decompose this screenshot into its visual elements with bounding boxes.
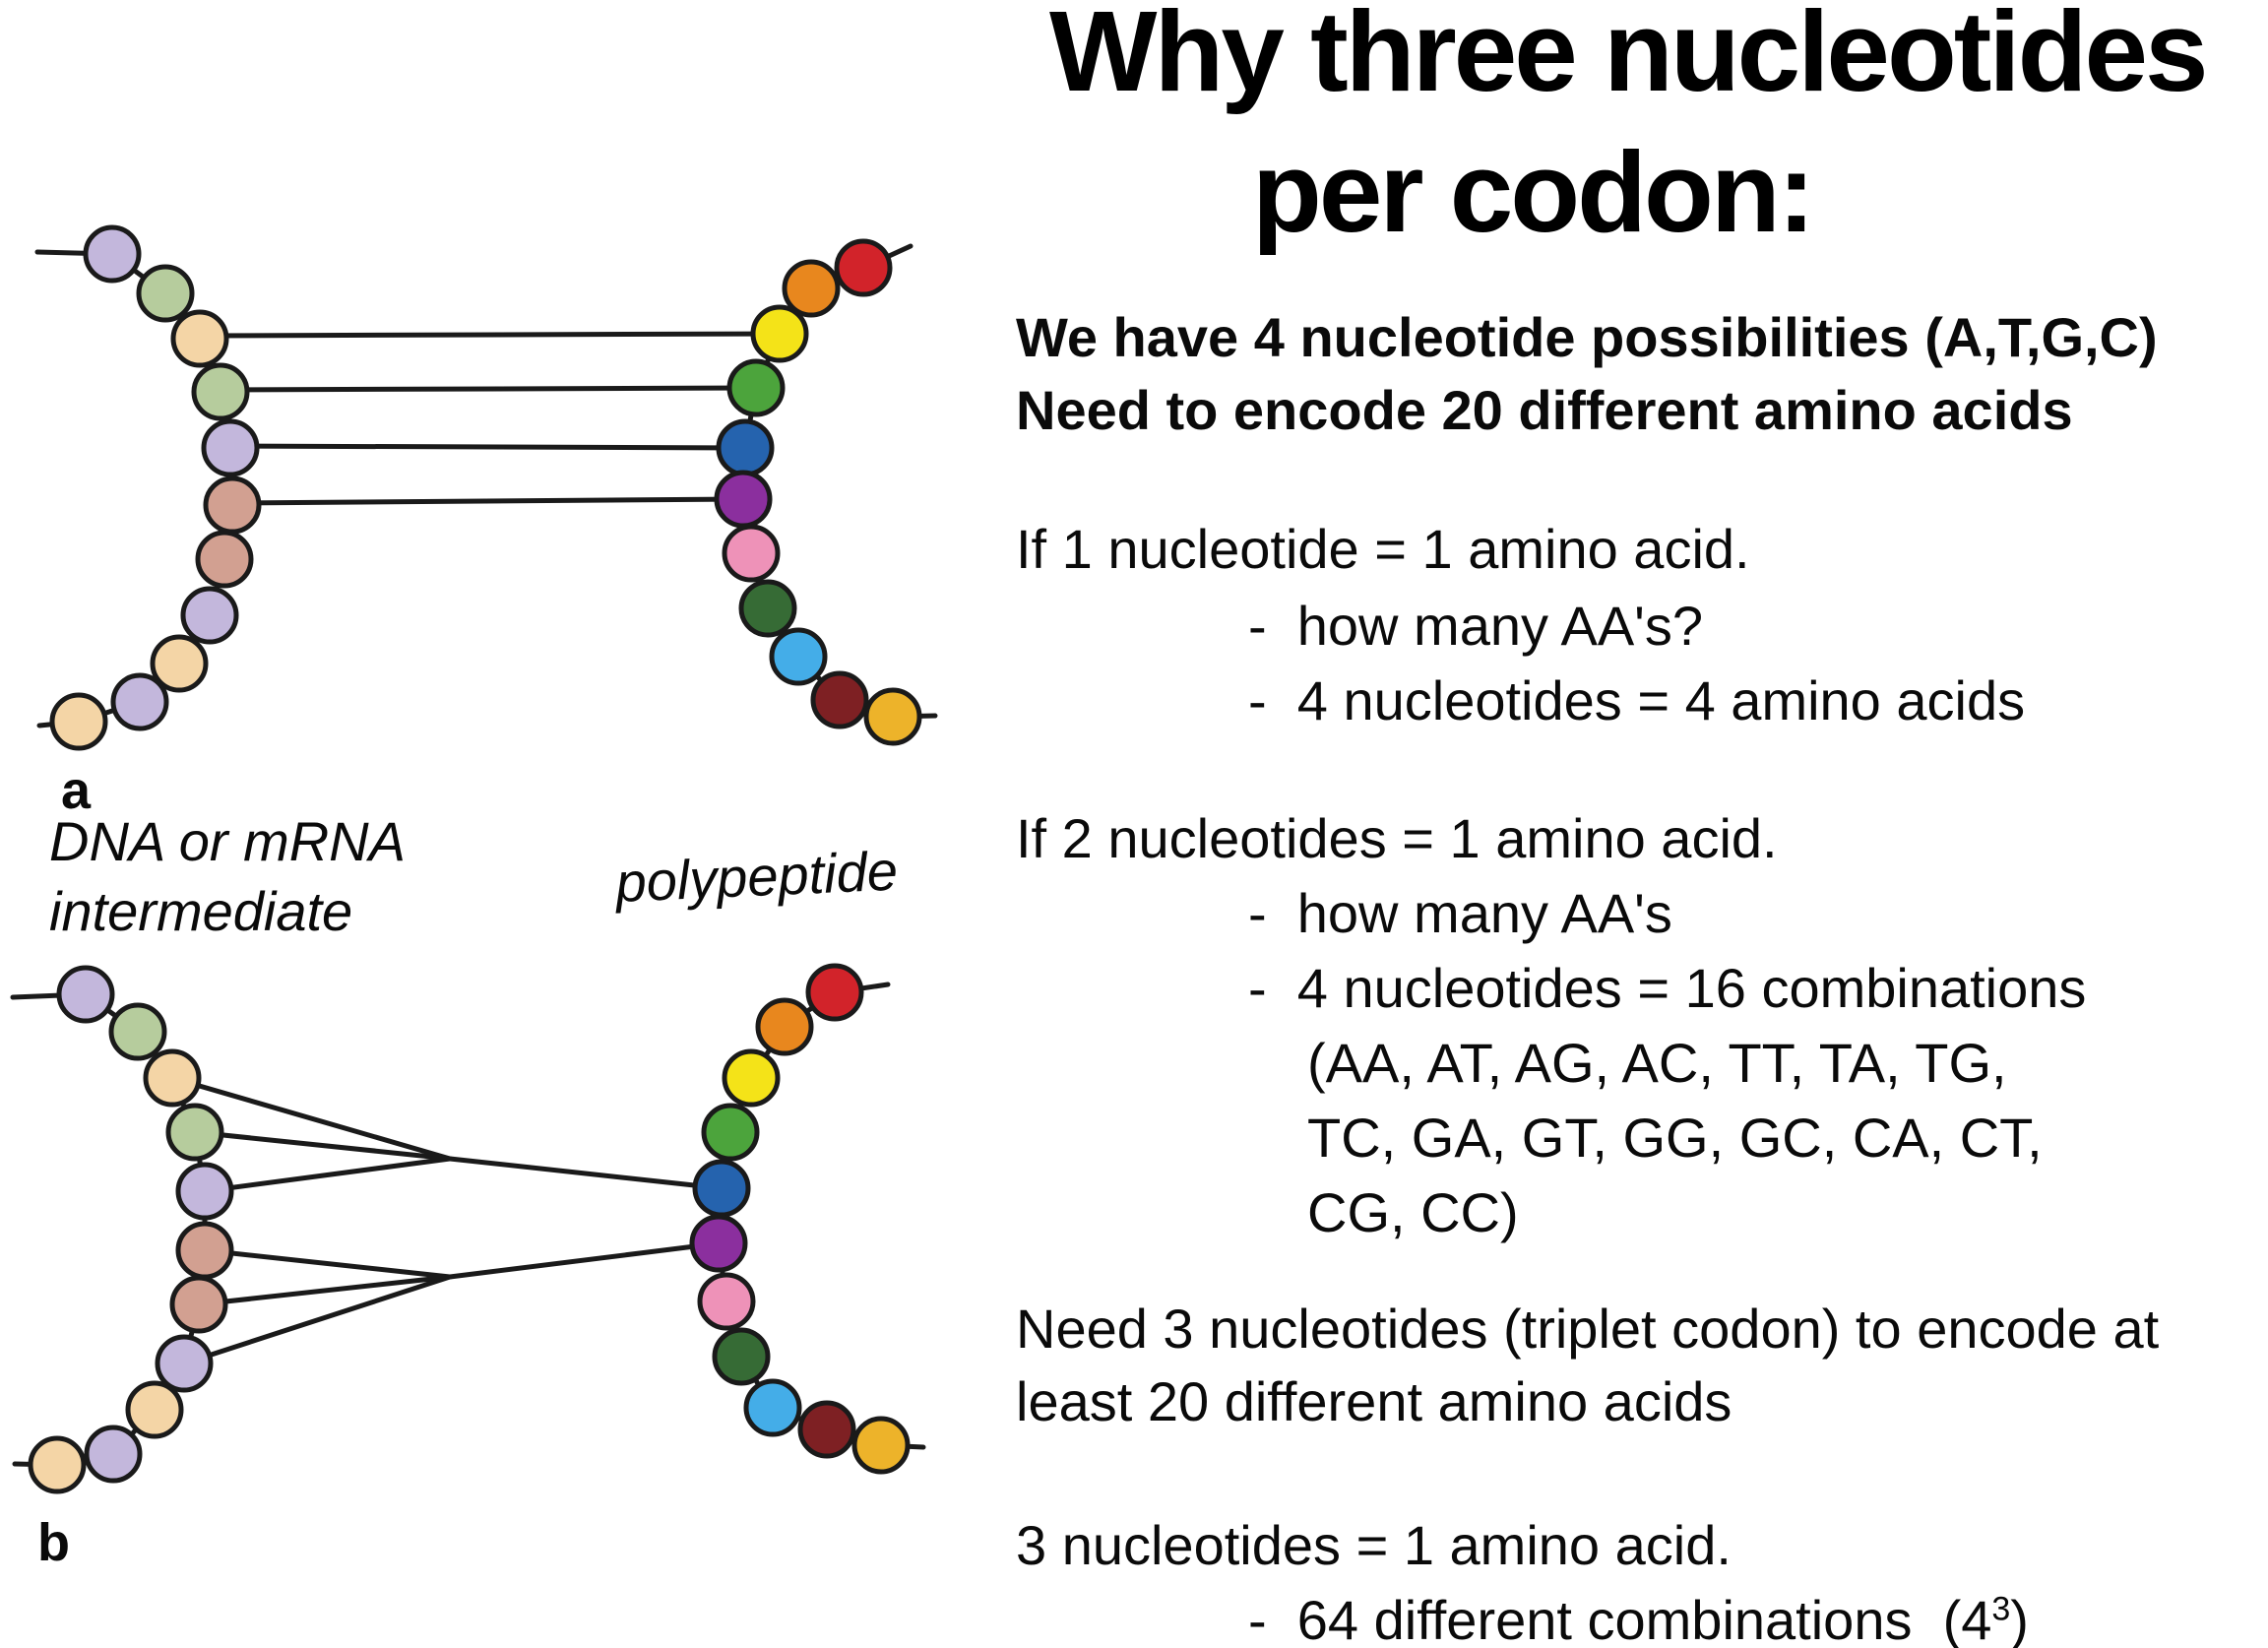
three-nt-bullet1: - 64 different combinations (43): [1248, 1589, 2029, 1648]
exponent: 3: [1991, 1590, 2011, 1628]
one-nt-heading: If 1 nucleotide = 1 amino acid.: [1016, 518, 1750, 580]
two-nt-combos-line3: CG, CC): [1307, 1181, 1519, 1243]
three-nt-heading: 3 nucleotides = 1 amino acid.: [1016, 1514, 1732, 1576]
need-three-line2: least 20 different amino acids: [1016, 1370, 1732, 1432]
pairing-line: [218, 385, 759, 393]
nucleotide-bead: [203, 475, 262, 535]
fan-line: [202, 1247, 453, 1280]
page-title-line2: per codon:: [1252, 128, 1815, 256]
nucleotide-bead: [169, 1275, 228, 1334]
panel-a-pairing-lines: [197, 331, 783, 506]
amino-acid-bead: [712, 1327, 771, 1386]
amino-acid-bead: [701, 1103, 760, 1162]
nucleotide-bead: [155, 1334, 214, 1393]
nucleotide-bead: [83, 224, 142, 284]
amino-acid-bead: [722, 524, 781, 583]
amino-acid-bead: [810, 670, 869, 729]
two-nt-combos-line1: (AA, AT, AG, AC, TT, TA, TG,: [1307, 1032, 2007, 1094]
two-nt-combos-line2: TC, GA, GT, GG, GC, CA, CT,: [1307, 1107, 2043, 1169]
nucleotide-bead: [108, 1002, 167, 1061]
pairing-line: [229, 496, 746, 506]
amino-acid-bead: [689, 1214, 748, 1273]
panel-b-fan-lines: [169, 1075, 724, 1366]
amino-acid-bead: [782, 259, 841, 318]
nucleotide-bead: [136, 264, 195, 323]
fan-to-amino-acid-line: [447, 1240, 722, 1280]
amino-acid-bead: [738, 579, 797, 638]
dna-mrna-label-line2: intermediate: [49, 880, 353, 942]
panel-b-polypeptide-chain: [689, 963, 911, 1475]
amino-acid-bead: [805, 963, 864, 1022]
panel-a-polypeptide-chain: [714, 238, 922, 746]
amino-acid-bead: [722, 1048, 781, 1108]
amino-acid-bead: [726, 358, 786, 417]
nucleotide-bead: [195, 530, 254, 589]
pairing-line: [197, 331, 783, 339]
nucleotide-bead: [191, 362, 250, 421]
pairing-line: [227, 443, 748, 451]
amino-acid-bead: [755, 997, 814, 1056]
amino-acid-bead: [863, 687, 922, 746]
fan-line: [196, 1274, 453, 1307]
fan-to-amino-acid-line: [447, 1156, 724, 1191]
nucleotide-bead: [170, 309, 229, 368]
panel-a-label: a: [61, 761, 92, 820]
nucleotide-bead: [110, 672, 169, 731]
amino-acid-bead: [714, 470, 773, 529]
nucleotide-bead: [165, 1103, 224, 1162]
fan-line: [202, 1156, 453, 1194]
fan-line: [192, 1129, 453, 1162]
nucleotide-bead: [143, 1048, 202, 1108]
intro-line2: Need to encode 20 different amino acids: [1016, 379, 2073, 441]
nucleotide-bead: [56, 965, 115, 1024]
need-three-line1: Need 3 nucleotides (triplet codon) to en…: [1016, 1298, 2160, 1360]
page-title-line1: Why three nucleotides: [1049, 0, 2209, 115]
nucleotide-bead: [49, 692, 108, 751]
nucleotide-bead: [180, 586, 239, 645]
fan-line: [169, 1075, 453, 1162]
nucleotide-bead: [84, 1425, 143, 1484]
figure-panel-b: [10, 963, 926, 1494]
dna-mrna-label-line1: DNA or mRNA: [49, 810, 406, 872]
figure-panel-a: [34, 224, 938, 751]
one-nt-bullet2: - 4 nucleotides = 4 amino acids: [1248, 669, 2026, 731]
fan-line: [181, 1274, 453, 1366]
amino-acid-bead: [697, 1272, 756, 1331]
amino-acid-bead: [692, 1159, 751, 1218]
nucleotide-bead: [175, 1162, 234, 1221]
amino-acid-bead: [851, 1416, 911, 1475]
nucleotide-bead: [125, 1380, 184, 1439]
amino-acid-bead: [716, 418, 775, 477]
three-nt-bullet1-text: - 64 different combinations (4: [1248, 1589, 1992, 1648]
two-nt-bullet1: - how many AA's: [1248, 882, 1672, 944]
two-nt-heading: If 2 nucleotides = 1 amino acid.: [1016, 807, 1778, 869]
panel-a-nucleotide-chain: [49, 224, 262, 751]
amino-acid-bead: [797, 1400, 856, 1459]
three-nt-bullet1-close: ): [2010, 1589, 2029, 1648]
polypeptide-label: polypeptide: [614, 839, 900, 915]
two-nt-bullet2: - 4 nucleotides = 16 combinations: [1248, 957, 2087, 1019]
nucleotide-bead: [28, 1435, 87, 1494]
nucleotide-bead: [201, 418, 260, 477]
amino-acid-bead: [834, 238, 893, 297]
one-nt-bullet1: - how many AA's?: [1248, 595, 1703, 657]
panel-b-nucleotide-chain: [28, 965, 234, 1494]
amino-acid-bead: [743, 1378, 802, 1437]
intro-line1: We have 4 nucleotide possibilities (A,T,…: [1016, 306, 2158, 368]
amino-acid-bead: [769, 627, 828, 686]
amino-acid-bead: [750, 304, 809, 363]
nucleotide-bead: [175, 1221, 234, 1280]
panel-b-label: b: [37, 1513, 70, 1572]
nucleotide-bead: [150, 634, 209, 693]
